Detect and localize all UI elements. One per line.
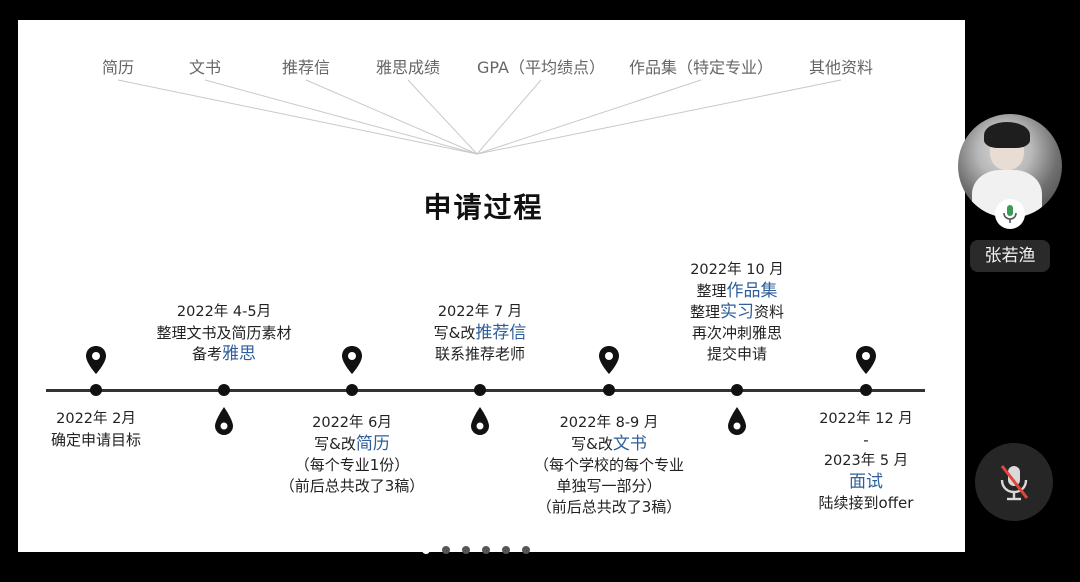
- participant-avatar[interactable]: [958, 114, 1062, 218]
- carousel-dot[interactable]: [442, 546, 450, 554]
- requirement-statement: 文书: [188, 58, 222, 77]
- event-line: 写&改简历: [314, 434, 390, 454]
- event-date: 2022年 2月: [56, 411, 136, 427]
- timeline-dot: [346, 384, 358, 396]
- requirement-resume: 简历: [101, 58, 135, 77]
- timeline-dot: [218, 384, 230, 396]
- mute-toggle-button[interactable]: [975, 443, 1053, 521]
- timeline-event-aug-sep-2022: 2022年 8-9 月 写&改文书 （每个学校的每个专业 单独写一部分） （前后…: [534, 413, 684, 518]
- event-line: 再次冲刺雅思: [691, 324, 782, 342]
- event-date: 2022年 12 月: [819, 411, 913, 427]
- carousel-dot[interactable]: [422, 546, 430, 554]
- presentation-slide: 简历 文书 推荐信 雅思成绩 GPA（平均绩点） 作品集（特定专业） 其他资料 …: [18, 20, 965, 552]
- event-date: 2022年 6月: [312, 415, 392, 431]
- ray-line: [476, 79, 702, 155]
- ray-line: [476, 79, 542, 155]
- timeline-event-apr-may-2022: 2022年 4-5月 整理文书及简历素材 备考雅思: [156, 302, 291, 365]
- event-line: （前后总共改了3稿）: [279, 477, 425, 495]
- microphone-icon: [995, 199, 1025, 229]
- map-pin-icon: [856, 346, 876, 374]
- slide-carousel-indicator: [422, 546, 530, 554]
- avatar-hair: [984, 122, 1030, 148]
- droplet-icon: [471, 407, 489, 435]
- event-line: -: [863, 431, 869, 449]
- timeline-dot: [860, 384, 872, 396]
- map-pin-icon: [599, 346, 619, 374]
- ray-line: [204, 79, 478, 155]
- map-pin-icon: [86, 346, 106, 374]
- event-line: 联系推荐老师: [434, 345, 526, 363]
- map-pin-icon: [342, 346, 362, 374]
- event-line: （前后总共改了3稿）: [536, 498, 682, 516]
- slide-title: 申请过程: [423, 191, 544, 224]
- participant-name: 张若渔: [970, 240, 1050, 272]
- timeline-event-oct-2022: 2022年 10 月 整理作品集 整理实习资料 再次冲刺雅思 提交申请: [690, 260, 784, 365]
- timeline-event-jun-2022: 2022年 6月 写&改简历 （每个专业1份） （前后总共改了3稿）: [280, 413, 425, 497]
- requirement-gpa: GPA（平均绩点）: [477, 58, 605, 77]
- ray-line: [117, 79, 478, 155]
- event-date: 2022年 7 月: [437, 304, 523, 320]
- timeline-event-dec-2022-may-2023: 2022年 12 月 - 2023年 5 月 面试 陆续接到offer: [819, 409, 914, 514]
- timeline-dot: [603, 384, 615, 396]
- event-line: 单独写一部分）: [556, 477, 662, 495]
- timeline-event-jul-2022: 2022年 7 月 写&改推荐信 联系推荐老师: [434, 302, 527, 365]
- ray-line: [476, 79, 842, 155]
- requirement-other: 其他资料: [808, 58, 874, 77]
- droplet-icon: [728, 407, 746, 435]
- carousel-dot[interactable]: [482, 546, 490, 554]
- event-line: 整理文书及简历素材: [156, 324, 292, 342]
- event-line: 整理作品集: [696, 281, 778, 301]
- ray-line: [305, 79, 478, 155]
- event-line: 整理实习资料: [689, 302, 785, 322]
- event-line: 确定申请目标: [50, 431, 142, 449]
- event-line: 备考雅思: [191, 344, 257, 364]
- timeline-dot: [90, 384, 102, 396]
- ray-line: [407, 79, 478, 155]
- event-line: 2023年 5 月: [823, 453, 909, 469]
- event-line: 写&改文书: [571, 434, 647, 454]
- event-line: 面试: [848, 472, 883, 492]
- event-line: 写&改推荐信: [433, 323, 527, 343]
- timeline-event-feb-2022: 2022年 2月 确定申请目标: [51, 409, 141, 451]
- requirement-recommendation: 推荐信: [281, 58, 331, 77]
- timeline-dot: [731, 384, 743, 396]
- requirement-portfolio: 作品集（特定专业）: [628, 58, 774, 77]
- carousel-dot[interactable]: [502, 546, 510, 554]
- event-date: 2022年 8-9 月: [559, 415, 659, 431]
- requirement-ielts: 雅思成绩: [375, 58, 441, 77]
- event-date: 2022年 4-5月: [176, 304, 272, 320]
- requirement-rays: [117, 79, 842, 155]
- event-line: 提交申请: [706, 345, 767, 363]
- carousel-dot[interactable]: [522, 546, 530, 554]
- carousel-dot[interactable]: [462, 546, 470, 554]
- timeline-dot: [474, 384, 486, 396]
- event-line: （每个学校的每个专业: [533, 456, 685, 474]
- event-line: 陆续接到offer: [818, 494, 914, 512]
- event-line: （每个专业1份）: [294, 456, 410, 474]
- droplet-icon: [215, 407, 233, 435]
- microphone-muted-icon: [1000, 465, 1029, 501]
- event-date: 2022年 10 月: [690, 262, 784, 278]
